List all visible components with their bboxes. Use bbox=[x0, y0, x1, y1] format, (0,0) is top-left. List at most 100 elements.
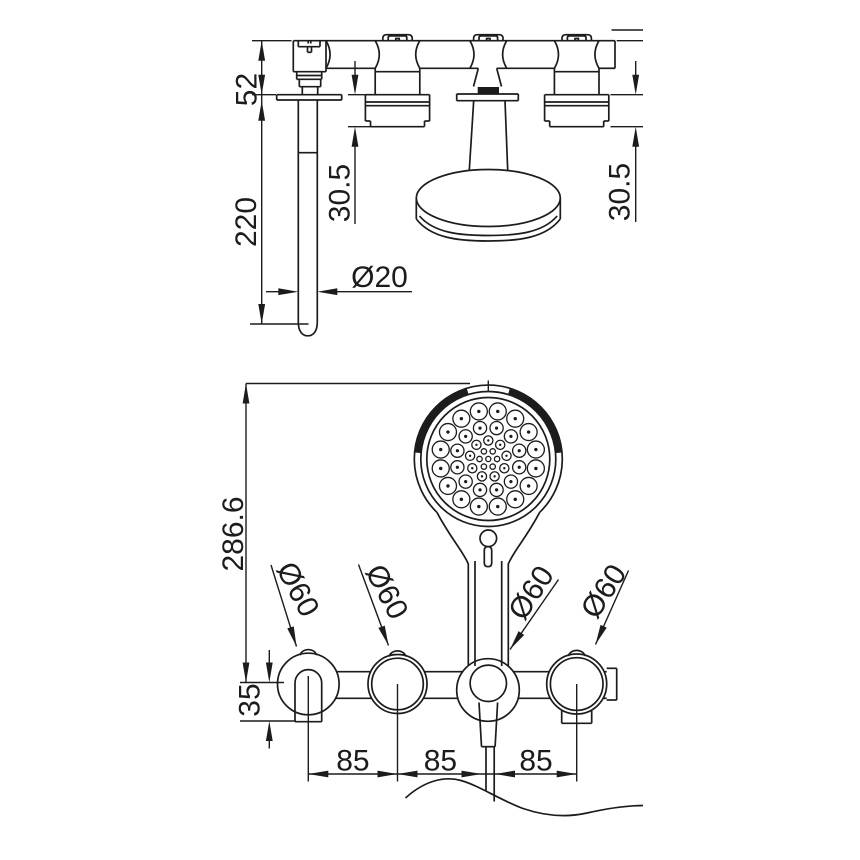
nozzle-dot bbox=[446, 484, 450, 488]
nozzle bbox=[458, 429, 473, 444]
dish-side bbox=[418, 215, 558, 237]
dim-label-85-right: 85 bbox=[519, 745, 552, 778]
dim-label-30-5-left: 30.5 bbox=[324, 164, 357, 222]
nozzle-dot bbox=[517, 449, 521, 453]
arrowhead bbox=[556, 770, 577, 778]
arrowhead bbox=[258, 74, 266, 95]
arrowhead bbox=[317, 288, 338, 296]
arrowhead bbox=[265, 662, 273, 683]
nozzle-dot bbox=[459, 416, 464, 421]
nozzle bbox=[511, 460, 527, 475]
nozzle bbox=[450, 460, 465, 475]
nozzle bbox=[469, 497, 488, 516]
dim-label-220: 220 bbox=[230, 197, 263, 247]
nozzle-dot bbox=[517, 465, 521, 469]
nozzle bbox=[450, 443, 465, 458]
dim-label-52: 52 bbox=[231, 73, 264, 106]
nozzle bbox=[483, 435, 494, 446]
outline-path bbox=[469, 40, 475, 69]
nozzle-dot bbox=[439, 447, 443, 452]
outline-path bbox=[594, 40, 600, 69]
arrowhead bbox=[287, 626, 297, 647]
outline-line bbox=[468, 100, 475, 171]
outline-path bbox=[553, 40, 560, 69]
valve-cap bbox=[566, 35, 587, 41]
nozzle-dot bbox=[487, 439, 490, 442]
shower-head-shading bbox=[414, 388, 469, 454]
dim-label-35: 35 bbox=[234, 683, 267, 716]
spout-outlet bbox=[294, 668, 323, 684]
nozzle-dot bbox=[459, 497, 464, 502]
nozzle bbox=[489, 482, 504, 498]
valve-cap bbox=[485, 37, 491, 41]
arrowhead bbox=[461, 770, 482, 778]
dish-top bbox=[415, 168, 562, 228]
nozzle bbox=[452, 409, 471, 428]
mode-button bbox=[479, 529, 498, 548]
nozzle bbox=[488, 402, 507, 421]
dim-label-dia20: Ø20 bbox=[351, 261, 408, 294]
arrowhead bbox=[595, 624, 607, 645]
outline-line bbox=[472, 68, 480, 87]
side-view: 52 220 30.5 30.5 Ø20 bbox=[230, 29, 643, 337]
nozzle bbox=[506, 409, 525, 428]
nozzle-dot bbox=[477, 409, 481, 414]
nozzle-dot bbox=[493, 475, 496, 478]
outline-path bbox=[501, 40, 508, 69]
nozzle bbox=[489, 420, 504, 436]
nozzle bbox=[431, 459, 450, 478]
nozzle-dot bbox=[455, 449, 459, 453]
index-tab bbox=[388, 650, 407, 657]
nozzle-dot bbox=[446, 430, 450, 434]
arrowhead bbox=[242, 662, 250, 683]
index-tab bbox=[299, 648, 318, 656]
nozzle-dot bbox=[464, 480, 468, 484]
dim-label-85-left: 85 bbox=[336, 745, 369, 778]
arrowhead bbox=[242, 383, 250, 404]
arrowhead bbox=[308, 770, 329, 778]
nozzle-dot bbox=[498, 443, 502, 447]
nozzle bbox=[519, 476, 538, 496]
nozzle bbox=[503, 429, 519, 444]
dim-label-dia60-2: Ø60 bbox=[359, 559, 415, 625]
nozzle-dot bbox=[494, 426, 499, 430]
nozzle bbox=[489, 448, 497, 455]
outline-line bbox=[495, 68, 503, 87]
break-line bbox=[404, 778, 644, 817]
handle-pin bbox=[483, 545, 493, 568]
front-view-dimensions bbox=[240, 382, 630, 782]
nozzle-dot bbox=[526, 484, 531, 488]
holder-circle bbox=[455, 657, 521, 723]
arrowhead bbox=[632, 74, 640, 95]
nozzle bbox=[511, 443, 527, 458]
nozzle bbox=[471, 439, 482, 451]
arrowhead bbox=[351, 126, 359, 147]
nozzle-dot bbox=[439, 466, 443, 471]
arrowhead bbox=[397, 770, 418, 778]
arrowhead bbox=[351, 74, 359, 95]
valve-cap bbox=[478, 35, 499, 41]
nozzle bbox=[431, 440, 450, 459]
outline-path bbox=[325, 40, 331, 69]
nozzle-dot bbox=[496, 409, 500, 414]
shower-head-shading bbox=[507, 388, 562, 454]
nozzle-dot bbox=[478, 488, 482, 492]
arrowhead bbox=[278, 288, 299, 296]
outline-line bbox=[478, 702, 483, 747]
arrowhead bbox=[495, 770, 515, 778]
valve-cap bbox=[574, 37, 580, 41]
nozzle-dot bbox=[471, 467, 474, 470]
valve-cap bbox=[387, 35, 408, 41]
dim-label-dia60-3: Ø60 bbox=[502, 560, 561, 626]
arrowhead bbox=[258, 40, 266, 61]
nozzle bbox=[472, 482, 488, 498]
nozzle-dot bbox=[509, 480, 513, 484]
nozzle-dot bbox=[513, 497, 517, 502]
nozzle-dot bbox=[494, 488, 499, 492]
arrowhead bbox=[258, 100, 266, 121]
side-view-fixture bbox=[275, 33, 616, 337]
nozzle bbox=[458, 474, 473, 489]
nozzle-dot bbox=[505, 454, 508, 457]
